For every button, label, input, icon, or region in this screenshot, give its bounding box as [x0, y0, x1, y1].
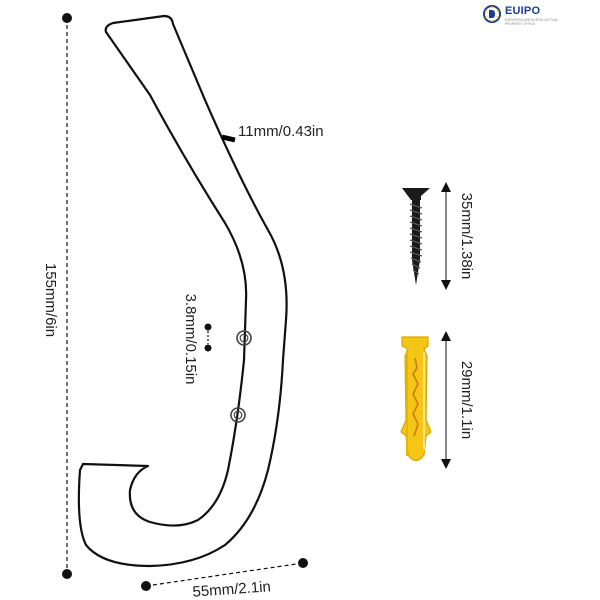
width-label: 55mm/2.1in [192, 578, 271, 600]
mounting-hole-bottom [230, 407, 246, 423]
euipo-logo: EUIPO EUROPEAN UNION INTELLECTUAL PROPER… [483, 2, 563, 34]
hook-outline [77, 14, 288, 568]
anchor-dimension [441, 331, 451, 469]
height-label: 155mm/6in [42, 263, 59, 337]
width-dimension [141, 558, 308, 591]
hole-dimension [204, 323, 212, 352]
logo-name: EUIPO [505, 5, 541, 17]
screw-length-label: 35mm/1.38in [458, 193, 475, 280]
thickness-label: 11mm/0.43in [238, 123, 324, 140]
screw-thread [409, 203, 423, 275]
anchor-icon [400, 336, 432, 462]
screw-icon [402, 188, 430, 285]
anchor-length-label: 29mm/1.1in [458, 361, 475, 439]
mounting-hole-top [236, 330, 252, 346]
height-dimension [62, 13, 72, 579]
thickness-marker [221, 134, 236, 143]
euipo-mark-icon [483, 5, 501, 23]
logo-tagline: EUROPEAN UNION INTELLECTUAL PROPERTY OFF… [505, 18, 559, 26]
hole-label: 3.8mm/0.15in [182, 294, 199, 385]
screw-dimension [441, 182, 451, 290]
